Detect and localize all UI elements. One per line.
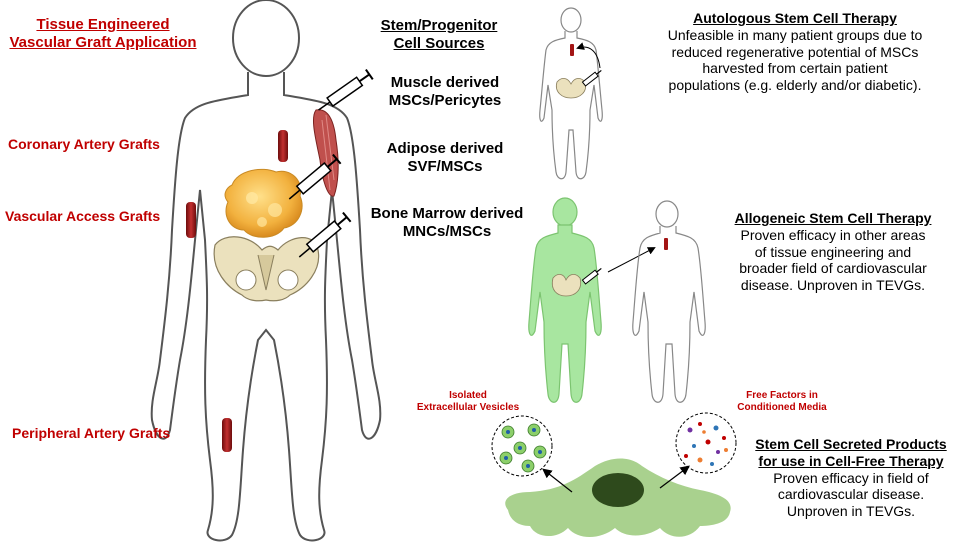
syringe-muscle: [318, 68, 374, 111]
autologous-graft: [570, 44, 574, 56]
adipose-source-line-1: Adipose derived: [386, 140, 504, 157]
bone-marrow-source: Bone Marrow derived MNCs/MSCs: [362, 205, 532, 241]
large-body-outline: [150, 0, 382, 542]
stem-cell: [505, 458, 731, 537]
secreted-line-1: Proven efficacy in field of: [773, 469, 929, 486]
autologous-arrow: [576, 42, 601, 69]
secreted-line-3: Unproven in TEVGs.: [786, 503, 916, 520]
recipient-figure: [632, 200, 706, 403]
peripheral-graft: [222, 418, 232, 452]
secreted-heading-line-1: Stem Cell Secreted Products: [755, 436, 947, 452]
recipient-graft: [664, 238, 668, 250]
autologous-pelvis: [555, 78, 587, 99]
peripheral-label: Peripheral Artery Grafts: [12, 425, 171, 441]
sources-heading-line-1: Stem/Progenitor: [380, 17, 498, 34]
factors-label: Free Factors in Conditioned Media: [722, 390, 842, 414]
title-line-2: Vascular Graft Application: [9, 34, 197, 51]
autologous-line-3: harvested from certain patient: [702, 60, 888, 77]
allogeneic-line-1: Proven efficacy in other areas: [740, 226, 926, 243]
allogeneic-heading: Allogeneic Stem Cell Therapy: [734, 210, 932, 226]
adipose-tissue: [224, 168, 303, 238]
sources-heading: Stem/Progenitor Cell Sources: [364, 17, 514, 53]
allogeneic-line-4: disease. Unproven in TEVGs.: [740, 277, 926, 294]
syringe-bone-marrow: [298, 211, 352, 258]
bone-marrow-source-line-2: MNCs/MSCs: [402, 223, 492, 240]
vesicles-circle: [491, 415, 553, 477]
adipose-source: Adipose derived SVF/MSCs: [370, 140, 520, 176]
secreted-heading-line-2: for use in Cell-Free Therapy: [758, 452, 944, 469]
autologous-line-2: reduced regenerative potential of MSCs: [671, 43, 919, 60]
adipose-source-line-2: SVF/MSCs: [407, 158, 483, 175]
secreted-block: Stem Cell Secreted Products for use in C…: [744, 436, 958, 520]
donor-figure: [528, 197, 602, 403]
vascular-access-label: Vascular Access Grafts: [5, 208, 161, 224]
syringe-adipose: [288, 153, 342, 200]
allogeneic-arrow: [607, 247, 656, 273]
sources-heading-line-2: Cell Sources: [393, 35, 485, 52]
autologous-syringe: [581, 69, 602, 87]
donor-syringe: [581, 267, 602, 285]
factors-arrow: [659, 465, 690, 489]
muscle-source-line-1: Muscle derived: [390, 74, 500, 91]
secreted-line-2: cardiovascular disease.: [777, 486, 925, 503]
vesicles-arrow: [542, 468, 573, 493]
free-factors-circle: [675, 412, 737, 474]
muscle-source: Muscle derived MSCs/Pericytes: [370, 74, 520, 110]
vesicles-label: Isolated Extracellular Vesicles: [398, 390, 538, 414]
muscle-source-line-2: MSCs/Pericytes: [388, 92, 502, 109]
autologous-figure: [539, 7, 603, 180]
allogeneic-line-2: of tissue engineering and: [754, 243, 912, 260]
autologous-line-1: Unfeasible in many patient groups due to: [667, 26, 923, 43]
figure-title: Tissue Engineered Vascular Graft Applica…: [0, 16, 206, 52]
factors-label-line-2: Conditioned Media: [737, 402, 827, 413]
allogeneic-block: Allogeneic Stem Cell Therapy Proven effi…: [710, 210, 956, 294]
autologous-block: Autologous Stem Cell Therapy Unfeasible …: [636, 10, 954, 94]
autologous-line-4: populations (e.g. elderly and/or diabeti…: [668, 77, 922, 94]
autologous-heading: Autologous Stem Cell Therapy: [693, 10, 897, 26]
vascular-access-graft: [186, 202, 196, 238]
allogeneic-line-3: broader field of cardiovascular: [739, 260, 927, 277]
donor-pelvis: [551, 274, 582, 297]
title-line-1: Tissue Engineered: [36, 16, 170, 33]
coronary-graft: [278, 130, 288, 162]
muscle-tissue: [313, 109, 339, 197]
vesicles-label-line-1: Isolated: [449, 390, 487, 401]
coronary-label: Coronary Artery Grafts: [8, 136, 160, 152]
bone-marrow-source-line-1: Bone Marrow derived: [370, 205, 524, 222]
pelvis-bone: [213, 236, 320, 302]
vesicles-label-line-2: Extracellular Vesicles: [416, 402, 520, 413]
factors-label-line-1: Free Factors in: [746, 390, 818, 401]
